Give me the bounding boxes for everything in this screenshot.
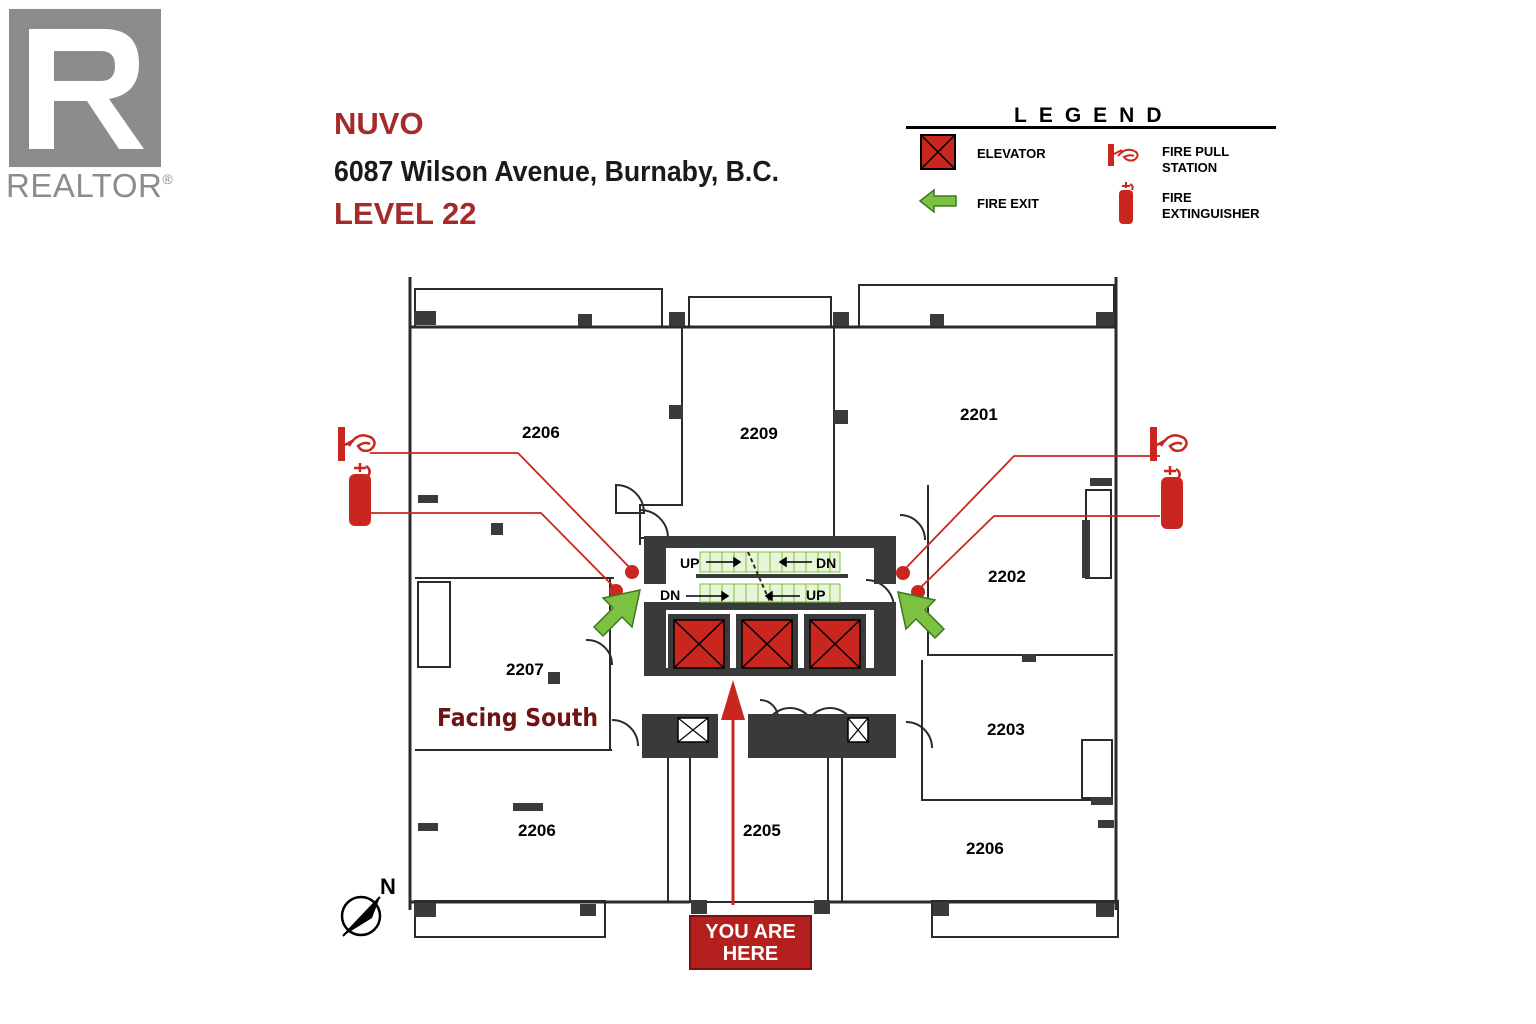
north-label: N [380, 874, 396, 899]
stair-label-down-2: DN [660, 587, 681, 603]
realtor-logo-text: REALTOR® [6, 167, 174, 204]
unit-2209: 2209 [740, 424, 778, 443]
legend-elevator-label: ELEVATOR [977, 146, 1046, 161]
stair-label-up: UP [680, 555, 700, 571]
unit-2202: 2202 [988, 567, 1026, 586]
legend-fire-exit-label: FIRE EXIT [977, 196, 1040, 211]
legend-elevator-icon [920, 134, 956, 175]
stair-label-down: DN [816, 555, 837, 571]
realtor-logo-mark [9, 9, 161, 167]
unit-2206-top: 2206 [522, 423, 560, 442]
legend-fire-pull-icon [1108, 142, 1142, 173]
legend-fire-exit-icon [918, 188, 958, 219]
unit-2206-bottom-right: 2206 [966, 839, 1004, 858]
unit-2201: 2201 [960, 405, 998, 424]
building-name: NUVO [334, 106, 424, 141]
legend-divider [906, 126, 1276, 129]
legend-extinguisher-icon [1116, 180, 1136, 231]
building-address: 6087 Wilson Avenue, Burnaby, B.C. [334, 156, 780, 188]
compass-icon [340, 895, 382, 937]
stair-label-up-2: UP [806, 587, 826, 603]
facing-note: Facing South [437, 703, 599, 732]
unit-2203: 2203 [987, 720, 1025, 739]
unit-2206-bottom-left: 2206 [518, 821, 556, 840]
unit-2205: 2205 [743, 821, 781, 840]
legend-title: LEGEND [1014, 104, 1174, 127]
elevator-cabs [668, 614, 866, 670]
floor-level: LEVEL 22 [334, 196, 477, 231]
unit-2207: 2207 [506, 660, 544, 679]
